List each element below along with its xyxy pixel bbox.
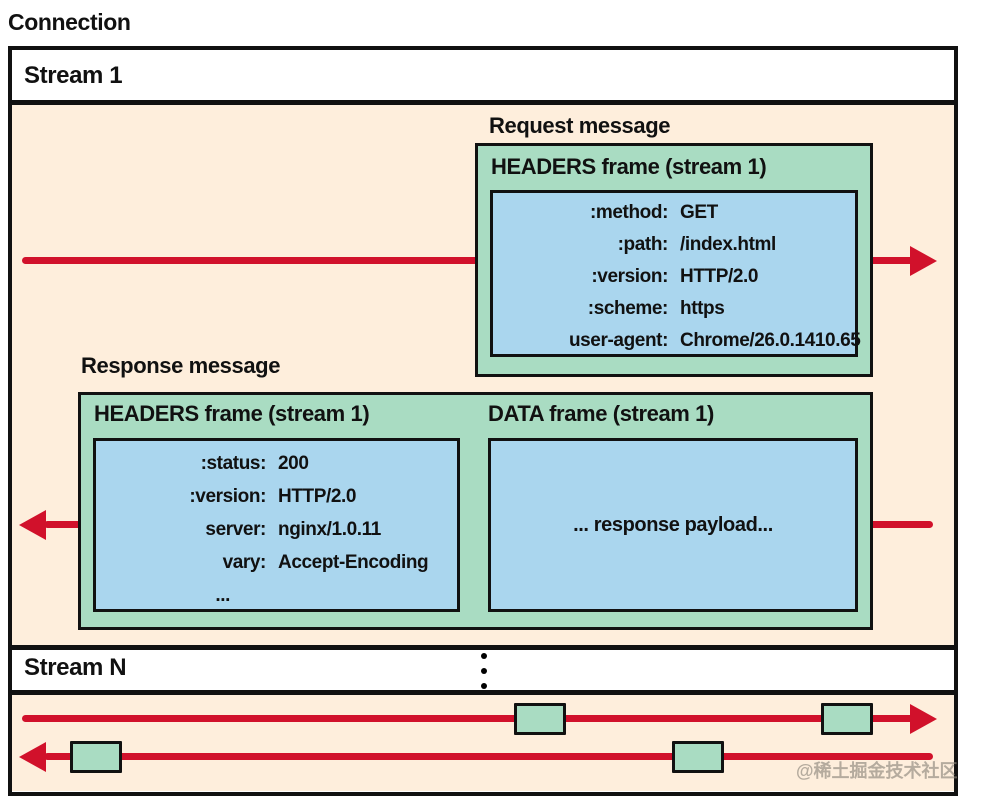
connection-label: Connection: [8, 9, 131, 35]
streamN-bottom-divider: [12, 690, 954, 695]
response-frames-box: HEADERS frame (stream 1) DATA frame (str…: [78, 392, 873, 630]
header-value: HTTP/2.0: [278, 486, 357, 507]
streamN-arrowhead-right-icon: [910, 704, 937, 734]
header-key: :method:: [589, 202, 668, 223]
request-headers-frame-title: HEADERS frame (stream 1): [491, 154, 767, 179]
response-message-label: Response message: [81, 353, 281, 378]
header-value: HTTP/2.0: [680, 266, 759, 287]
header-key: server:: [205, 519, 266, 540]
request-message-label: Request message: [489, 113, 671, 138]
headers-ellipsis: ...: [215, 585, 230, 606]
response-data-frame-body: ... response payload...: [488, 438, 858, 612]
streamN-response-line: [44, 753, 933, 760]
response-headers-list: :status: 200 :version: HTTP/2.0 server: …: [93, 438, 460, 612]
header-key: :version:: [189, 486, 266, 507]
streamN-frame-block: [821, 703, 873, 735]
header-key: :version:: [591, 266, 668, 287]
header-key: :status:: [200, 453, 267, 474]
stream1-header-divider: [12, 100, 954, 105]
header-value: Accept-Encoding: [278, 552, 429, 573]
header-key: user-agent:: [568, 330, 668, 351]
response-headers-frame-title: HEADERS frame (stream 1): [94, 401, 370, 426]
streamN-top-divider: [12, 645, 954, 650]
header-value: nginx/1.0.11: [278, 519, 381, 540]
response-data-frame-title: DATA frame (stream 1): [488, 401, 714, 426]
streamN-header-label: Stream N: [24, 654, 127, 681]
watermark-text: @稀土掘金技术社区: [796, 761, 958, 781]
header-value: Chrome/26.0.1410.65: [680, 330, 861, 351]
header-value: https: [680, 298, 725, 319]
response-arrowhead-left-icon: [19, 510, 46, 540]
streamN-frame-block: [672, 741, 724, 773]
streamN-body: [12, 695, 954, 791]
request-arrowhead-right-icon: [910, 246, 937, 276]
header-value: GET: [680, 202, 718, 223]
header-value: /index.html: [680, 234, 776, 255]
request-arrow-line: [22, 257, 914, 264]
request-headers-frame: HEADERS frame (stream 1) :method: GET :p…: [475, 143, 873, 377]
header-value: 200: [278, 453, 309, 474]
stream1-header-label: Stream 1: [24, 62, 123, 89]
streamN-request-line: [22, 715, 914, 722]
vertical-ellipsis-icon: [481, 644, 487, 698]
streamN-arrowhead-left-icon: [19, 742, 46, 772]
streamN-frame-block: [514, 703, 566, 735]
header-value-empty: [278, 579, 457, 612]
header-key: :path:: [617, 234, 669, 255]
header-key: vary:: [222, 552, 267, 573]
request-headers-list: :method: GET :path: /index.html :version…: [490, 190, 861, 357]
response-payload-text: ... response payload...: [573, 513, 773, 536]
streamN-frame-block: [70, 741, 122, 773]
header-key: :scheme:: [587, 298, 669, 319]
